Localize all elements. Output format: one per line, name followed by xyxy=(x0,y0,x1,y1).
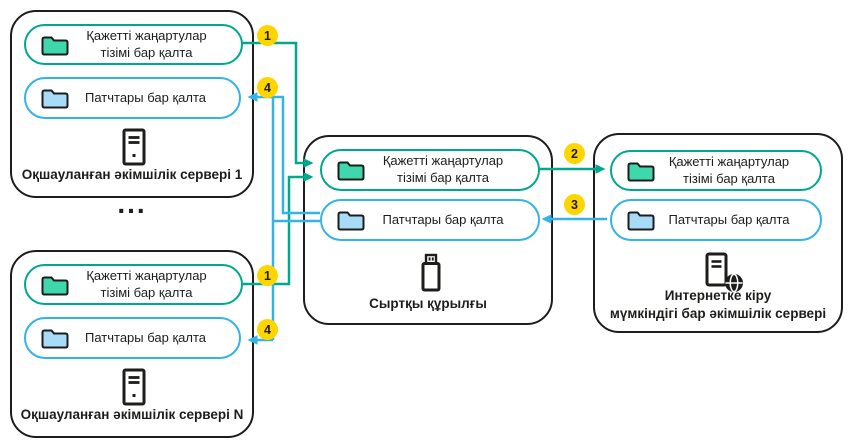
step-4-badge-server1: 4 xyxy=(257,77,278,98)
updates-folder-label: Қажетті жаңартулар тізімі бар қалта xyxy=(668,153,790,186)
updates-folder-label: Қажетті жаңартулар тізімі бар қалта xyxy=(86,27,207,60)
updates-folder-label: Қажетті жаңартулар тізімі бар қалта xyxy=(86,267,207,300)
usb-drive-icon xyxy=(419,253,443,298)
patches-folder-pill: Патчтары бар қалта xyxy=(320,199,540,241)
patches-folder-label: Патчтары бар қалта xyxy=(85,329,206,345)
patches-folder-pill: Патчтары бар қалта xyxy=(610,199,822,241)
patches-folder-label: Патчтары бар қалта xyxy=(85,89,206,105)
patches-folder-pill: Патчтары бар қалта xyxy=(24,317,241,359)
node-title-serverN: Оқшауланған әкімшілік сервері N xyxy=(20,407,244,422)
isolated-server-n-node: Қажетті жаңартулар тізімі бар қалта Патч… xyxy=(10,250,254,438)
folder-blue-icon xyxy=(40,86,70,110)
node-title-server1: Оқшауланған әкімшілік сервері 1 xyxy=(21,167,243,182)
node-title-internet-server: Интернетке кіру мүмкіндігі бар әкімшілік… xyxy=(595,287,841,323)
folder-green-icon xyxy=(336,158,366,182)
step-4-badge-serverN: 4 xyxy=(257,319,278,340)
step-2-badge: 2 xyxy=(564,143,585,164)
step-3-badge: 3 xyxy=(564,194,585,215)
patches-folder-label: Патчтары бар қалта xyxy=(668,211,790,227)
node-title-line-1: Интернетке кіру xyxy=(664,288,772,304)
server-globe-icon xyxy=(705,252,745,299)
folder-green-icon xyxy=(40,33,70,57)
server-icon xyxy=(122,368,146,411)
patches-folder-pill: Патчтары бар қалта xyxy=(24,77,241,119)
updates-folder-pill: Қажетті жаңартулар тізімі бар қалта xyxy=(320,149,540,191)
step-1-badge-server1: 1 xyxy=(257,25,278,46)
patches-folder-label: Патчтары бар қалта xyxy=(382,211,504,227)
updates-folder-pill: Қажетті жаңартулар тізімі бар қалта xyxy=(24,264,243,305)
node-title-line-2: мүмкіндігі бар әкімшілік сервері xyxy=(609,306,827,322)
server-icon xyxy=(122,128,146,171)
step-1-badge-serverN: 1 xyxy=(257,265,278,286)
updates-folder-label: Қажетті жаңартулар тізімі бар қалта xyxy=(382,153,504,185)
updates-folder-pill: Қажетті жаңартулар тізімі бар қалта xyxy=(24,24,243,65)
internet-server-node: Қажетті жаңартулар тізімі бар қалта Патч… xyxy=(593,133,843,333)
external-device-node: Қажетті жаңартулар тізімі бар қалта Патч… xyxy=(303,135,553,325)
node-title-device: Сыртқы құрылғы xyxy=(369,296,487,311)
folder-blue-icon xyxy=(626,208,656,232)
isolated-server-1-node: Қажетті жаңартулар тізімі бар қалта Патч… xyxy=(10,10,254,198)
updates-folder-pill: Қажетті жаңартулар тізімі бар қалта xyxy=(610,150,822,191)
more-servers-ellipsis: ... xyxy=(117,188,147,219)
folder-blue-icon xyxy=(336,208,366,232)
folder-blue-icon xyxy=(40,326,70,350)
folder-green-icon xyxy=(626,159,656,183)
folder-green-icon xyxy=(40,273,70,297)
